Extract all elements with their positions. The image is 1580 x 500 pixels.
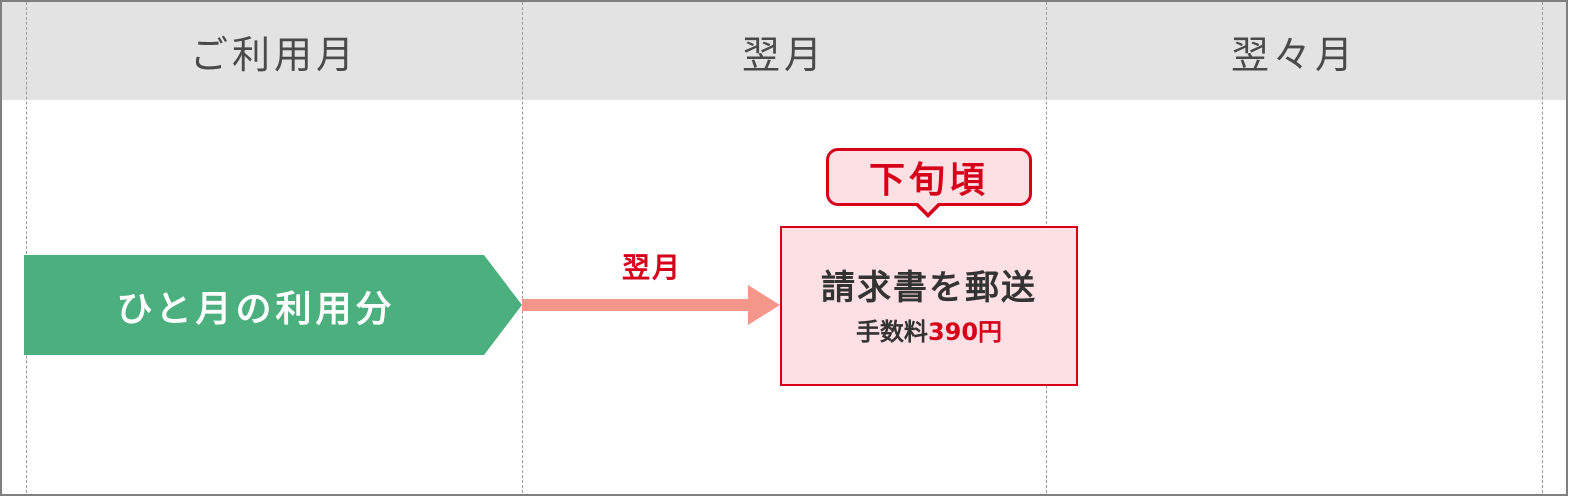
- fee-amount: 390円: [927, 317, 1003, 346]
- flow-shapes: [24, 255, 780, 355]
- callout-tail-fill: [918, 203, 938, 213]
- column-divider: [522, 2, 523, 494]
- column-divider: [26, 2, 27, 494]
- column-next-month: 翌月: [741, 32, 826, 77]
- column-divider: [1542, 2, 1543, 494]
- flow-arrow-shaft: [522, 299, 752, 311]
- arrow-next-month-label: 翌月: [621, 251, 682, 284]
- timeline-header: ご利用月 翌月 翌々月: [2, 2, 1566, 100]
- timing-callout: 下旬頃: [826, 148, 1032, 206]
- invoice-mail-title: 請求書を郵送: [821, 267, 1037, 308]
- fee-label: 手数料: [855, 317, 928, 346]
- column-usage-month: ご利用月: [189, 32, 358, 77]
- flow-arrow-head: [748, 285, 780, 325]
- column-month-after-next: 翌々月: [1230, 32, 1357, 77]
- usage-pentagon-shape: [24, 255, 522, 355]
- usage-amount-label: ひと月の利用分: [116, 289, 396, 330]
